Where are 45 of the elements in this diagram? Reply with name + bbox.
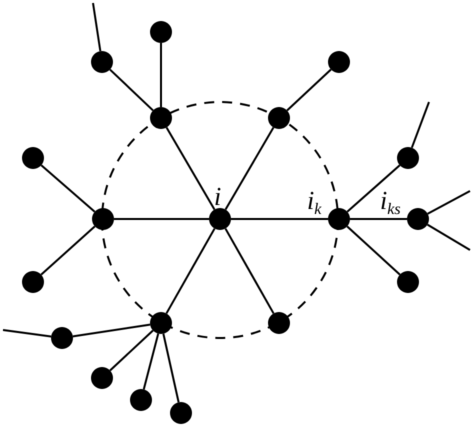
node-label: i$_{k}$ (307, 188, 322, 218)
edge-line (40, 226, 96, 276)
node-dot (150, 312, 172, 334)
node-dot (407, 208, 429, 230)
node-dot (268, 107, 290, 129)
edge-line (350, 218, 407, 220)
node-dot (91, 51, 113, 73)
edge-line (40, 164, 96, 213)
edge-line (109, 330, 154, 372)
node-label: i$_{ks}$ (380, 188, 401, 218)
edge-line (142, 333, 160, 390)
edge-line (346, 226, 401, 276)
edge-line (162, 334, 180, 402)
edge-line (224, 127, 274, 210)
node-dot (268, 312, 290, 334)
node-dot (328, 51, 350, 73)
edge-line (166, 228, 216, 314)
edge-line (114, 218, 209, 220)
edge-line (426, 224, 471, 251)
node-dot (328, 208, 350, 230)
node-dot (209, 208, 231, 230)
node-dot (397, 147, 419, 169)
edge-line (2, 329, 52, 338)
edge-line (231, 218, 328, 220)
node-dot (92, 208, 114, 230)
edge-line (92, 2, 102, 52)
edge-line (410, 102, 430, 148)
node-dot (22, 147, 44, 169)
edge-line (224, 228, 274, 314)
edge-line (346, 164, 400, 212)
node-dot (397, 271, 419, 293)
node-dot (150, 107, 172, 129)
edge-line (72, 324, 150, 338)
edge-line (109, 68, 154, 112)
edge-line (160, 43, 162, 107)
node-dot (150, 21, 172, 43)
edge-line (427, 190, 470, 215)
node-label: i (214, 184, 222, 210)
node-dot (130, 389, 152, 411)
node-dot (91, 367, 113, 389)
node-dot (22, 271, 44, 293)
node-dot (51, 327, 73, 349)
node-dot (170, 402, 192, 424)
edge-line (166, 127, 216, 210)
edge-line (286, 68, 332, 112)
